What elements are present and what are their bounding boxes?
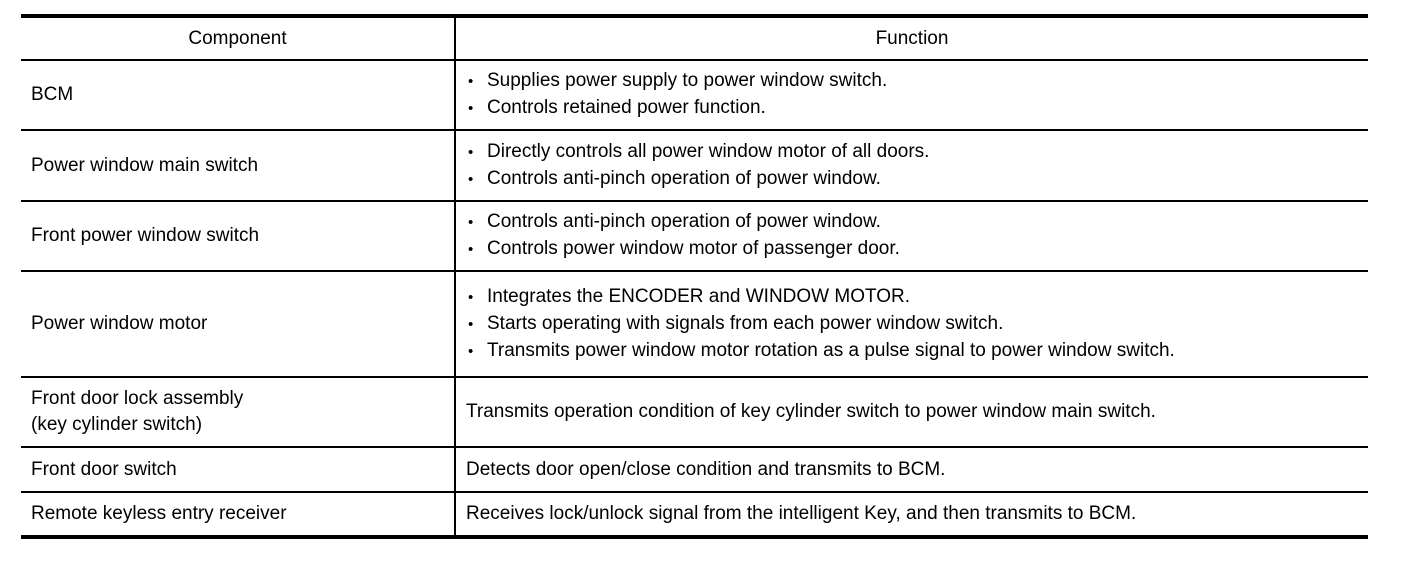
component-text: BCM [31,84,74,105]
component-text: Power window main switch [31,154,259,176]
function-text: Transmits operation condition of key cyl… [466,401,1156,422]
bullet-icon: • [468,100,474,117]
bullet-icon: • [468,342,474,360]
table-row: Power window main switch • Directly contro… [21,129,1368,202]
function-text: Receives lock/unlock signal from the int… [466,503,1137,524]
function-line: • Controls anti-pinch operation of power … [466,166,1358,193]
component-text: (key cylinder switch) [31,414,203,435]
bullet-icon: • [468,170,474,188]
table-header: Component Function [21,15,1368,61]
table-body: BCM • Supplies power supply to power windo… [21,59,1368,538]
table-row: Front door switch Detects door open/close… [21,446,1368,493]
component-text: Front door switch [31,458,177,480]
bullet-icon: • [468,214,474,231]
table-row: BCM • Supplies power supply to power windo… [21,59,1368,131]
function-line: • Supplies power supply to power window s… [466,68,1358,95]
component-cell: Front door lock assembly (key cylinder sw… [21,376,456,448]
component-text: Front door lock assembly [31,388,244,409]
component-cell: Front power window switch [21,200,456,272]
function-text: Controls anti-pinch operation of power w… [487,211,881,232]
function-line: Detects door open/close condition and tr… [466,457,1358,483]
table-row: Front door lock assembly (key cylinder sw… [21,376,1368,448]
function-line: • Integrates the ENCODER and WINDOW MOTOR… [466,284,1358,311]
function-text: Directly controls all power window motor… [487,140,930,162]
column-header-function: Function [455,15,1368,61]
function-text: Controls retained power function. [487,97,766,118]
function-text: Supplies power supply to power window sw… [487,70,888,91]
function-cell: Detects door open/close condition and tr… [455,446,1368,493]
function-cell: Transmits operation condition of key cyl… [455,376,1368,448]
function-text: Controls anti-pinch operation of power w… [487,167,881,189]
column-header-component: Component [21,15,456,61]
bullet-icon: • [468,315,474,333]
function-text: Transmits power window motor rotation as… [487,339,1175,361]
function-line: • Transmits power window motor rotation a… [466,338,1358,365]
header-row: Component Function [21,15,1368,61]
function-line: • Controls retained power function. [466,95,1358,122]
component-cell: Power window main switch [21,129,456,202]
component-cell: Remote keyless entry receiver [21,491,456,538]
component-cell: Power window motor [21,270,456,378]
function-cell: • Directly controls all power window moto… [455,129,1368,202]
function-cell: • Integrates the ENCODER and WINDOW MOTOR… [455,270,1368,378]
function-line: • Starts operating with signals from each… [466,311,1358,338]
bullet-icon: • [468,73,474,90]
component-function-table: Component Function BCM • Supplies power su… [21,14,1368,539]
bullet-icon: • [468,288,474,306]
function-cell: Receives lock/unlock signal from the int… [455,491,1368,538]
function-text: Integrates the ENCODER and WINDOW MOTOR. [487,285,911,307]
function-line: • Controls power window motor of passenge… [466,236,1358,263]
component-text: Remote keyless entry receiver [31,503,287,524]
bullet-icon: • [468,143,474,161]
table-row: Power window motor • Integrates the ENCODE… [21,270,1368,378]
function-text: Controls power window motor of passenger… [487,238,900,259]
function-text: Detects door open/close condition and tr… [466,458,946,480]
table-row: Front power window switch • Controls anti-… [21,200,1368,272]
function-cell: • Controls anti-pinch operation of power … [455,200,1368,272]
component-text: Front power window switch [31,225,260,246]
function-line: Receives lock/unlock signal from the int… [466,501,1358,527]
function-line: Transmits operation condition of key cyl… [466,399,1358,425]
function-cell: • Supplies power supply to power window s… [455,59,1368,131]
table-row: Remote keyless entry receiver Receives lo… [21,491,1368,538]
component-cell: Front door switch [21,446,456,493]
bullet-icon: • [468,241,474,258]
function-text: Starts operating with signals from each … [487,312,1004,334]
component-cell: BCM [21,59,456,131]
function-line: • Directly controls all power window moto… [466,139,1358,166]
component-text: Power window motor [31,313,208,334]
function-line: • Controls anti-pinch operation of power … [466,209,1358,236]
